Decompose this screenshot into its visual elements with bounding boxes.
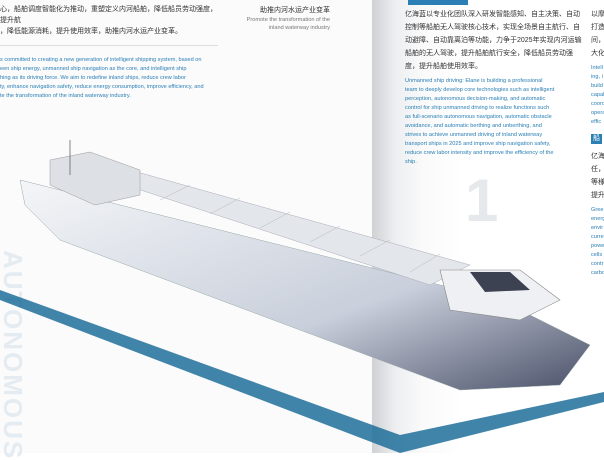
- en-paragraph: s committed to creating a new generation…: [0, 57, 204, 99]
- big-number: 1: [465, 167, 499, 234]
- subtitle-cn: 助推内河水运产业变革: [260, 7, 330, 14]
- bridge: [439, 269, 561, 321]
- cn-paragraph: 亿海蓝以专业化团队深入研发智能感知、自主决策、自动控制等船舶无人驾驶核心技术，实…: [405, 11, 582, 70]
- subtitle-en: Promote the transformation of the inland…: [246, 17, 330, 31]
- side-header: 船: [591, 134, 602, 144]
- cn-text: ，降低能源消耗，提升使用效率，助推内河水运产业变革。: [0, 28, 182, 35]
- bridge-windows: [470, 272, 530, 292]
- containers: [49, 151, 141, 206]
- right-text-column: 亿海蓝以专业化团队深入研发智能感知、自主决策、自动控制等船舶无人驾驶核心技术，实…: [405, 8, 585, 231]
- side-cn-bottom: 亿海任，等様提升: [591, 153, 604, 199]
- cn-text: 心，船舶调度智能化为推动，重塑定义内河船舶，降低船员劳动强度，提升航: [0, 6, 217, 24]
- section-header: [408, 0, 468, 5]
- divider: [0, 45, 218, 46]
- en-paragraph: Unmanned ship driving: Elane is building…: [405, 78, 555, 165]
- left-text-column: 心，船舶调度智能化为推动，重塑定义内河船舶，降低船员劳动强度，提升航 ，降低能源…: [0, 4, 218, 101]
- deck-hatches: [109, 169, 441, 273]
- subtitle-block: 助推内河水运产业变革 Promote the transformation of…: [236, 6, 330, 32]
